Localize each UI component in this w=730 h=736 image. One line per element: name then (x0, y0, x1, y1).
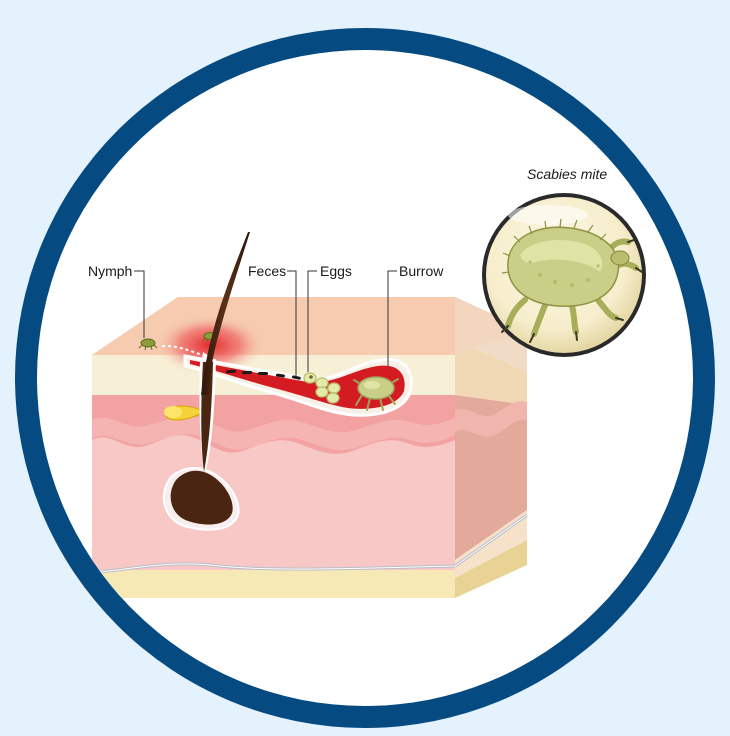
label-feces: Feces (248, 263, 286, 279)
label-eggs: Eggs (320, 263, 352, 279)
label-scabies-mite: Scabies mite (527, 166, 607, 182)
label-burrow: Burrow (399, 263, 444, 279)
mite-magnifier (482, 193, 646, 357)
label-nymph: Nymph (88, 263, 132, 279)
